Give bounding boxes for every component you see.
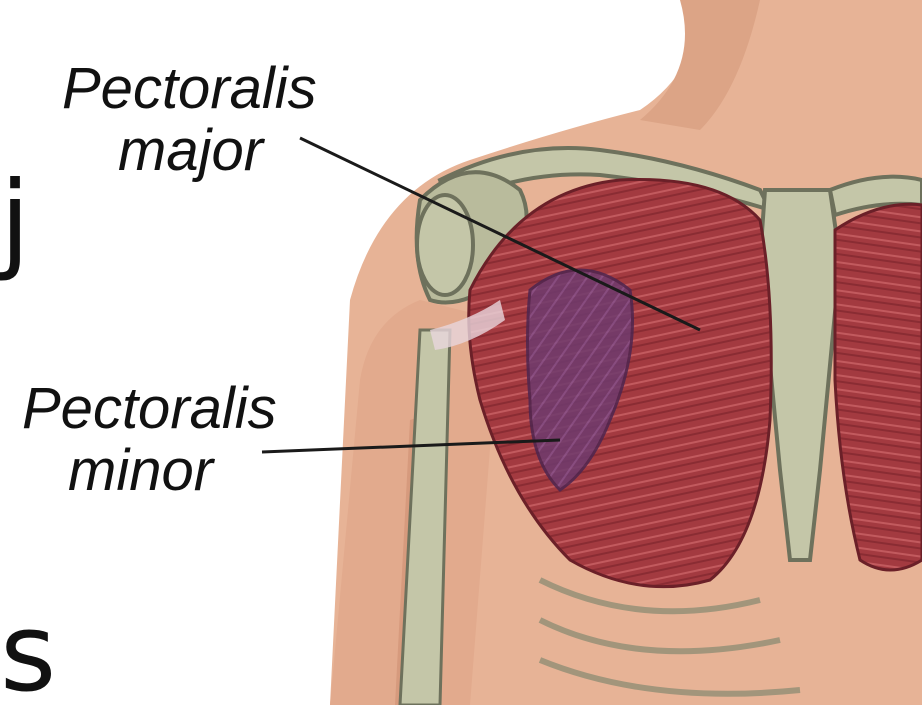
label-pectoralis-minor-line2: minor [68, 442, 213, 500]
cropped-text-fragment-bottom: s [0, 600, 56, 708]
label-pectoralis-minor-line1: Pectoralis [22, 380, 277, 438]
cropped-text-fragment-top: j [0, 168, 30, 276]
label-pectoralis-major-line1: Pectoralis [62, 60, 317, 118]
humerus-head [417, 195, 473, 295]
label-pectoralis-major-line2: major [118, 122, 263, 180]
